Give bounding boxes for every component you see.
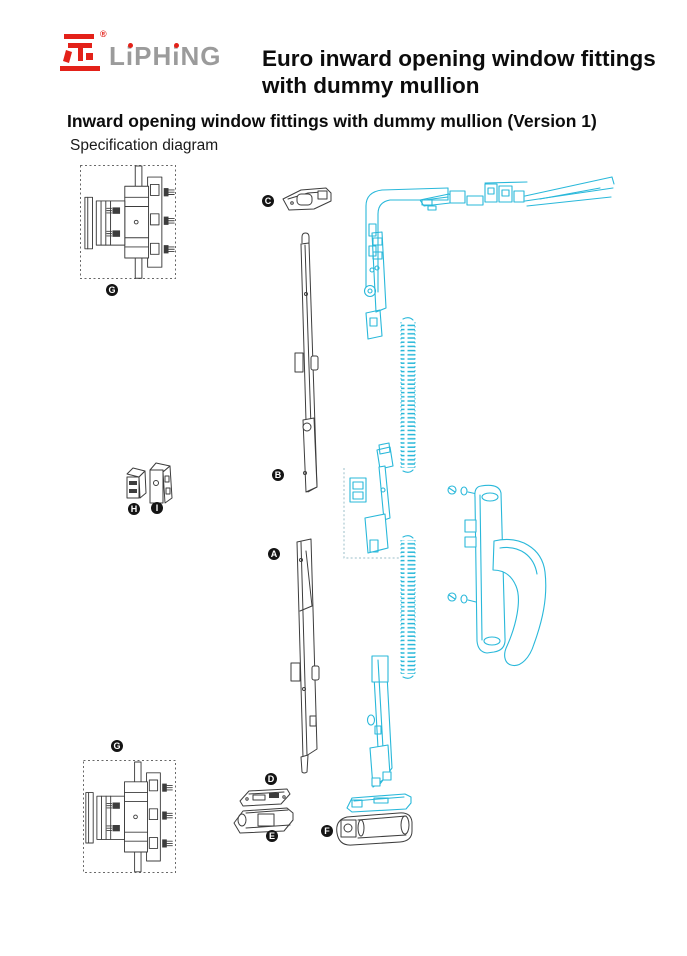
part-e-rail <box>233 807 294 834</box>
subtitle: Inward opening window fittings with dumm… <box>67 110 597 131</box>
part-label-e: E <box>266 830 278 842</box>
diagram-caption: Specification diagram <box>70 137 219 154</box>
gasket-strip-upper <box>400 317 416 473</box>
corner-drive-assembly <box>363 176 615 340</box>
part-c-keeper <box>282 187 332 211</box>
window-handle <box>447 484 547 667</box>
part-b-rod <box>294 232 319 493</box>
part-label-b: B <box>272 469 284 481</box>
title-line-2: with dummy mullion <box>262 73 480 99</box>
part-label-i: I <box>151 502 163 514</box>
mullion-connector-assembly <box>343 442 400 559</box>
bottom-cyan-strip <box>346 793 412 813</box>
mullion-drive-bar <box>366 655 393 788</box>
part-a-rod <box>290 538 320 774</box>
part-label-g-top: G <box>106 284 118 296</box>
part-label-h: H <box>128 503 140 515</box>
registered-mark: ® <box>100 29 107 39</box>
part-label-g-bottom: G <box>111 740 123 752</box>
hinge-bottom-group <box>83 760 176 873</box>
part-d-bracket <box>239 788 291 807</box>
part-f-rail <box>336 812 413 846</box>
part-label-f: F <box>321 825 333 837</box>
part-i-block <box>149 462 173 504</box>
title-line-1: Euro inward opening window fittings <box>262 46 656 72</box>
gasket-strip-lower <box>400 535 416 679</box>
part-label-a: A <box>268 548 280 560</box>
brand-text: LiPHiNG <box>109 41 222 71</box>
part-label-d: D <box>265 773 277 785</box>
part-label-c: C <box>262 195 274 207</box>
part-h-block <box>126 467 147 499</box>
liphing-logo-icon <box>60 34 100 71</box>
hinge-top-group <box>80 165 176 279</box>
